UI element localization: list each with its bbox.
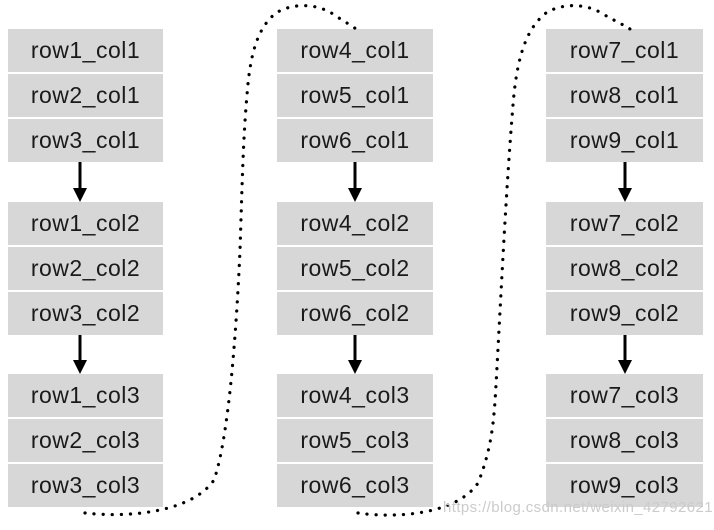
memory-cell: row5_col1 <box>277 74 433 117</box>
memory-cell: row2_col1 <box>8 74 163 117</box>
memory-cell: row5_col2 <box>277 247 433 290</box>
memory-cell: row4_col3 <box>277 374 433 417</box>
memory-cell: row4_col1 <box>277 29 433 72</box>
block-col1-rows7-9: row7_col1 row8_col1 row9_col1 <box>546 29 703 162</box>
memory-cell: row9_col2 <box>546 292 703 335</box>
watermark-url: https://blog.csdn.net/weixin_42792621 <box>443 499 713 516</box>
memory-cell: row6_col1 <box>277 119 433 162</box>
block-col1-rows4-6: row4_col1 row5_col1 row6_col1 <box>277 29 433 162</box>
block-col3-rows1-3: row1_col3 row2_col3 row3_col3 <box>8 374 163 507</box>
column-group-3: row7_col1 row8_col1 row9_col1 row7_col2 … <box>546 0 703 530</box>
memory-cell: row3_col1 <box>8 119 163 162</box>
memory-cell: row8_col2 <box>546 247 703 290</box>
memory-cell: row3_col2 <box>8 292 163 335</box>
memory-cell: row2_col3 <box>8 419 163 462</box>
block-col3-rows4-6: row4_col3 row5_col3 row6_col3 <box>277 374 433 507</box>
memory-cell: row8_col3 <box>546 419 703 462</box>
memory-cell: row7_col2 <box>546 202 703 245</box>
memory-cell: row5_col3 <box>277 419 433 462</box>
memory-cell: row7_col1 <box>546 29 703 72</box>
memory-cell: row2_col2 <box>8 247 163 290</box>
memory-cell: row1_col1 <box>8 29 163 72</box>
block-col2-rows4-6: row4_col2 row5_col2 row6_col2 <box>277 202 433 335</box>
column-group-1: row1_col1 row2_col1 row3_col1 row1_col2 … <box>8 0 163 530</box>
memory-cell: row4_col2 <box>277 202 433 245</box>
memory-cell: row6_col2 <box>277 292 433 335</box>
memory-cell: row8_col1 <box>546 74 703 117</box>
block-col3-rows7-9: row7_col3 row8_col3 row9_col3 <box>546 374 703 507</box>
block-col2-rows1-3: row1_col2 row2_col2 row3_col2 <box>8 202 163 335</box>
memory-cell: row9_col1 <box>546 119 703 162</box>
memory-cell: row7_col3 <box>546 374 703 417</box>
memory-cell: row6_col3 <box>277 464 433 507</box>
block-col2-rows7-9: row7_col2 row8_col2 row9_col2 <box>546 202 703 335</box>
memory-cell: row3_col3 <box>8 464 163 507</box>
column-group-2: row4_col1 row5_col1 row6_col1 row4_col2 … <box>277 0 433 530</box>
block-col1-rows1-3: row1_col1 row2_col1 row3_col1 <box>8 29 163 162</box>
memory-cell: row1_col3 <box>8 374 163 417</box>
memory-cell: row1_col2 <box>8 202 163 245</box>
